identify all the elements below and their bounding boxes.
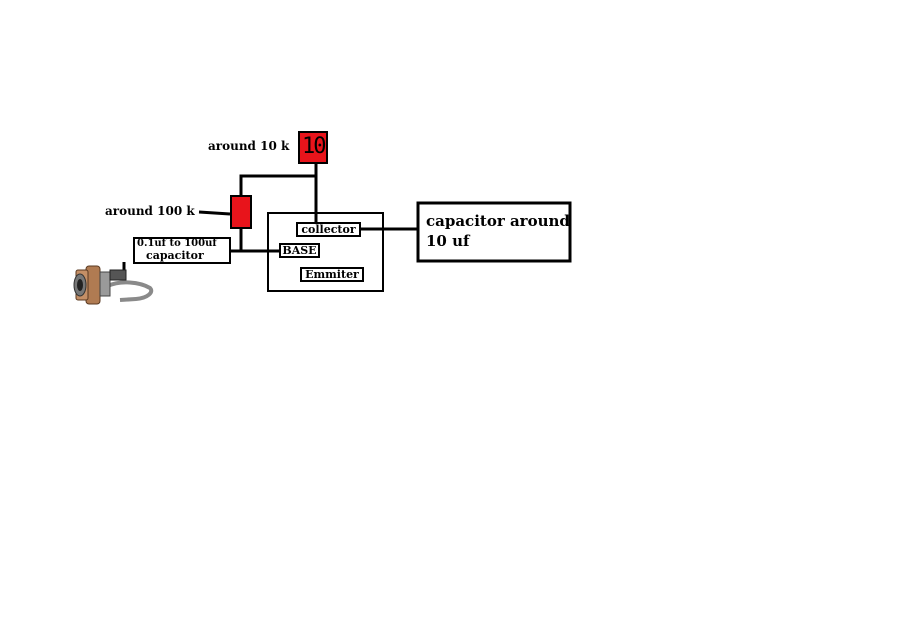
transistor-body — [267, 212, 384, 292]
resistor-100k-label: around 100 k — [105, 204, 195, 218]
resistor-100k — [230, 195, 252, 229]
output-capacitor-label-line1: capacitor around — [426, 212, 570, 230]
collector-label: collector — [296, 222, 361, 237]
audio-jack-icon — [73, 265, 154, 305]
wire-100k-label-tick — [198, 210, 231, 216]
input-capacitor-label-line2: capacitor — [146, 249, 204, 262]
input-capacitor-label-line1: 0.1uf to 100uf — [137, 238, 217, 249]
input-capacitor-box — [133, 237, 231, 264]
base-label: BASE — [279, 243, 320, 258]
resistor-10k-label: around 10 k — [208, 139, 290, 153]
emitter-label: Emmiter — [300, 267, 364, 282]
wire-top-bridge — [239, 174, 316, 196]
output-capacitor-box — [416, 201, 572, 263]
output-capacitor-label-line2: 10 uf — [426, 232, 470, 250]
resistor-10k — [298, 131, 328, 164]
resistor-10k-marking: 10 — [302, 134, 326, 159]
wires — [122, 163, 418, 276]
